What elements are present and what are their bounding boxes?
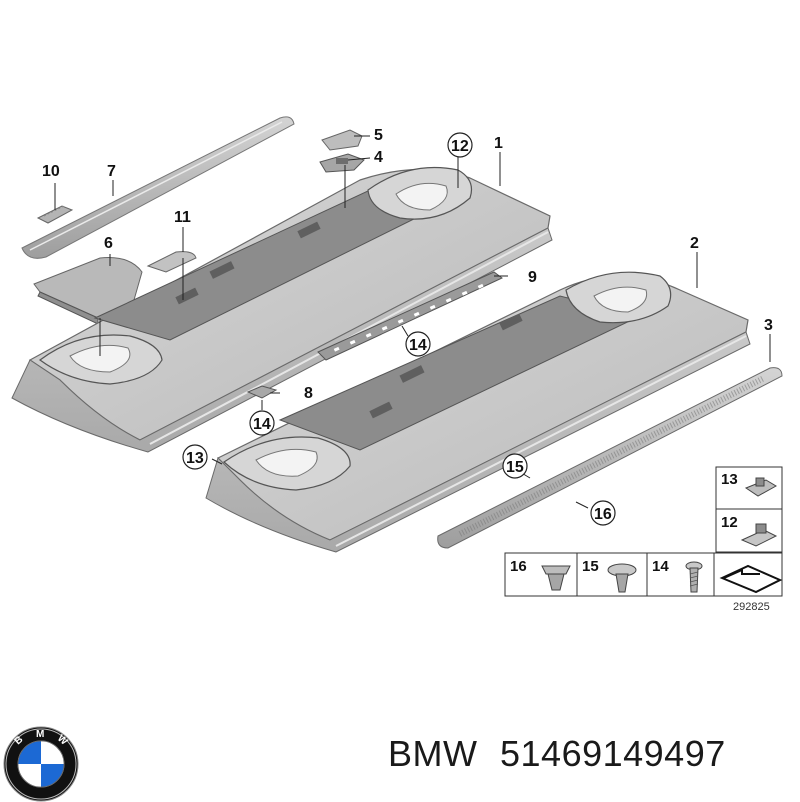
legend-label-16: 16 xyxy=(510,558,527,575)
callout-12: 12 xyxy=(451,138,469,155)
clip-part-8 xyxy=(246,385,278,399)
reference-arrow-icon xyxy=(719,564,783,594)
reference-number: 292825 xyxy=(733,601,770,613)
callout-circle-14a xyxy=(405,331,431,357)
callout-15: 15 xyxy=(506,459,524,476)
legend-bottom: 16 15 14 xyxy=(504,552,783,597)
leader-lines xyxy=(54,135,771,509)
callout-13: 13 xyxy=(186,450,204,467)
callout-11: 11 xyxy=(174,209,191,226)
legend-right: 13 12 xyxy=(715,466,783,553)
callout-14b: 14 xyxy=(253,416,271,433)
perforated-strip-part-9 xyxy=(317,271,503,361)
callout-10: 10 xyxy=(42,163,60,180)
legend-label-15: 15 xyxy=(582,558,599,575)
callout-circle-12 xyxy=(447,132,473,158)
parcel-shelf-part-1 xyxy=(11,167,553,453)
callout-7: 7 xyxy=(107,163,116,180)
part-number: 51469149497 xyxy=(500,733,726,774)
legend-label-14: 14 xyxy=(652,558,669,575)
callout-5: 5 xyxy=(374,127,383,144)
bracket-part-4 xyxy=(319,153,365,173)
callouts: 1 2 3 4 5 6 7 8 9 10 11 12 13 14 14 15 1… xyxy=(42,127,773,526)
bracket-part-5 xyxy=(321,129,363,151)
callout-14a: 14 xyxy=(409,337,427,354)
callout-16: 16 xyxy=(594,506,612,523)
part-caption: BMW 51469149497 xyxy=(388,733,788,783)
screw-icon xyxy=(685,561,703,593)
callout-1: 1 xyxy=(494,135,503,152)
push-rivet-icon xyxy=(607,563,637,593)
clip-nut-icon xyxy=(740,523,778,547)
bmw-logo: B M W xyxy=(3,726,79,802)
legend-label-13: 13 xyxy=(721,471,738,488)
callout-3: 3 xyxy=(764,317,773,334)
trim-strip-part-7 xyxy=(21,116,295,259)
bracket-part-11 xyxy=(146,251,197,273)
callout-6: 6 xyxy=(104,235,113,252)
speed-nut-icon xyxy=(744,477,777,497)
svg-text:M: M xyxy=(36,729,44,740)
callout-circle-14b xyxy=(249,410,275,436)
callout-circle-16 xyxy=(590,500,616,526)
legend-box-14 xyxy=(646,552,715,597)
clip-part-10 xyxy=(36,205,74,224)
trim-strip-part-3 xyxy=(437,367,783,549)
callout-4: 4 xyxy=(374,149,383,166)
parcel-shelf-part-2 xyxy=(205,271,751,553)
legend-label-12: 12 xyxy=(721,514,738,531)
callout-9: 9 xyxy=(528,269,537,286)
callout-circle-15 xyxy=(502,453,528,479)
legend-box-12 xyxy=(715,508,783,553)
expanding-clip-icon xyxy=(541,565,571,591)
brand-name: BMW xyxy=(388,733,478,774)
callout-2: 2 xyxy=(690,235,699,252)
callout-8: 8 xyxy=(304,385,313,402)
callout-circle-13 xyxy=(182,444,208,470)
